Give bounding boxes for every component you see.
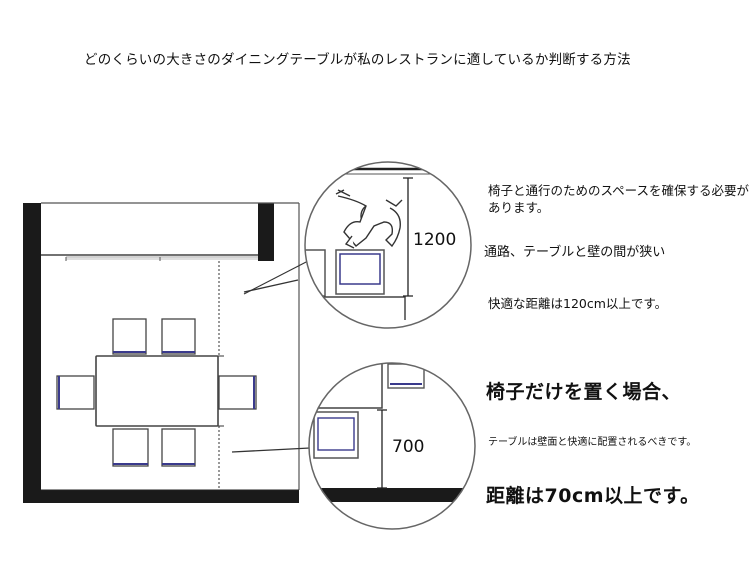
chair bbox=[161, 428, 196, 467]
person-figure bbox=[335, 189, 403, 249]
chair bbox=[56, 375, 95, 410]
dimension-label-700: 700 bbox=[392, 437, 424, 457]
dining-table bbox=[95, 355, 219, 427]
chair bbox=[112, 428, 149, 467]
left-wall bbox=[23, 203, 41, 503]
zoom-circle-bottom: 700 bbox=[308, 362, 476, 530]
chair bbox=[161, 318, 196, 355]
chair bbox=[112, 318, 147, 355]
note-narrow-passage: 通路、テーブルと壁の間が狭い bbox=[484, 245, 666, 260]
page-title: どのくらいの大きさのダイニングテーブルが私のレストランに適しているか判断する方法 bbox=[84, 52, 631, 68]
dimension-label-1200: 1200 bbox=[413, 230, 456, 250]
callout-pointer-top bbox=[243, 279, 299, 293]
right-wall-stub bbox=[258, 203, 274, 261]
chair bbox=[218, 375, 257, 410]
bottom-wall bbox=[23, 490, 299, 503]
note-chair-only: 椅子だけを置く場合、 bbox=[486, 381, 682, 403]
note-chair-walk-space: 椅子と通行のためのスペースを確保する必要があります。 bbox=[488, 183, 750, 215]
note-comfortable-distance-1200: 快適な距離は120cm以上です。 bbox=[488, 296, 668, 311]
zoom-circle-top: 1200 bbox=[304, 161, 472, 329]
note-distance-70: 距離は70cm以上です。 bbox=[486, 485, 700, 507]
callout-pointer-bottom bbox=[231, 447, 311, 453]
room-plan bbox=[23, 202, 311, 503]
chairs bbox=[56, 318, 257, 467]
note-table-wall-comfort: テーブルは壁面と快適に配置されるべきです。 bbox=[488, 437, 697, 448]
